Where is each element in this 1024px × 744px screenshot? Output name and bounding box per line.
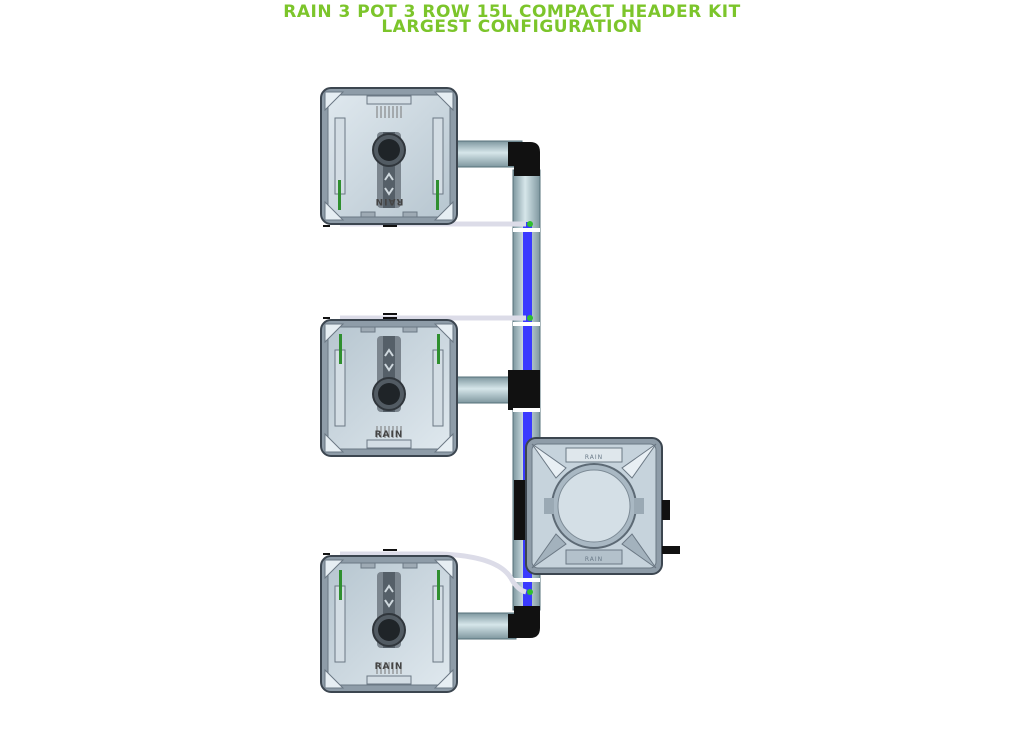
- reservoir-label-bottom: RAIN: [585, 556, 603, 563]
- tee-middle: [508, 370, 540, 410]
- reservoir-lid: [557, 469, 631, 543]
- reservoir-label-top: RAIN: [585, 454, 603, 461]
- supply-pipe-bottom: [455, 612, 517, 640]
- diagram-title: RAIN 3 POT 3 ROW 15L COMPACT HEADER KIT: [283, 2, 741, 22]
- drip-line-bottom: [340, 551, 527, 595]
- pot-3-label: RAIN: [375, 662, 404, 672]
- pot-2: RAIN: [320, 319, 458, 457]
- reservoir-side-fitting: [662, 500, 670, 520]
- feed-tube: [523, 222, 532, 606]
- pot-1: RAIN: [320, 87, 458, 225]
- pot-1-label: RAIN: [375, 196, 404, 206]
- reservoir-outlet: [662, 546, 680, 554]
- supply-pipe-middle: [455, 376, 517, 404]
- reservoir-connector: [514, 480, 526, 540]
- reservoir-tank: RAIN RAIN: [525, 437, 663, 575]
- pot-2-label: RAIN: [375, 430, 404, 440]
- elbow-bottom: [508, 606, 540, 638]
- diagram-subtitle: LARGEST CONFIGURATION: [381, 17, 643, 37]
- elbow-top: [508, 142, 540, 176]
- pot-3: RAIN: [320, 555, 458, 693]
